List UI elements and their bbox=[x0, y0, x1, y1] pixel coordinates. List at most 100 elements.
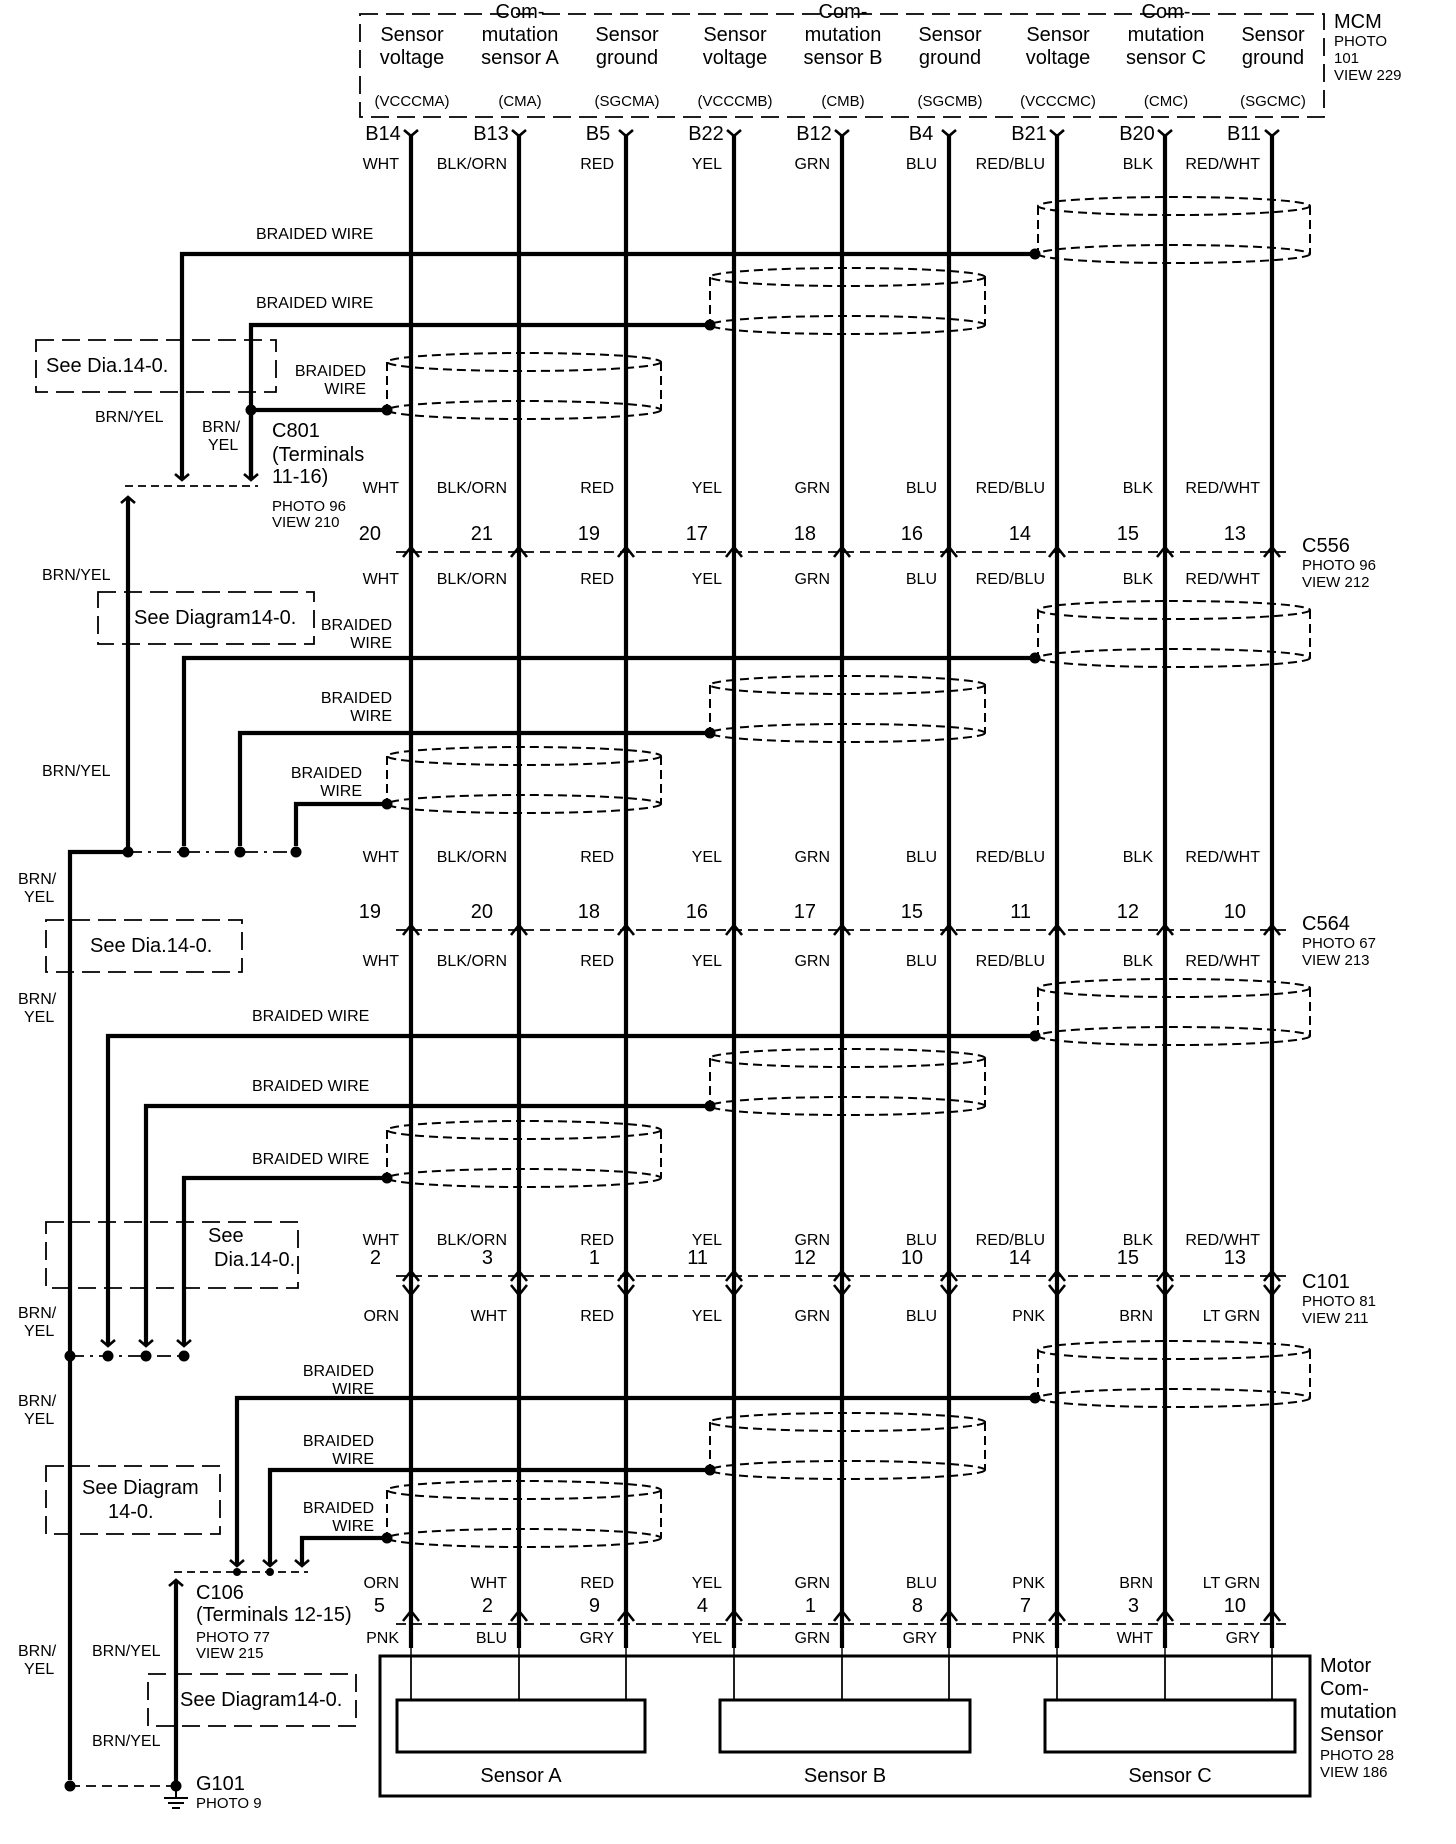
wire-color-label: YEL bbox=[24, 1661, 54, 1678]
c106-pin-number: 2 bbox=[482, 1595, 493, 1617]
c564-photo-ref: PHOTO 67 bbox=[1302, 935, 1376, 952]
sensor-label: Sensor B bbox=[804, 1765, 886, 1787]
mcm-terminal: B12 bbox=[796, 123, 832, 145]
c564-pin-number: 20 bbox=[471, 901, 493, 923]
drain-splice bbox=[381, 404, 393, 416]
shield-b-top bbox=[709, 1048, 986, 1068]
c106-pin-symbol bbox=[401, 1608, 421, 1622]
drain-wire-b bbox=[267, 1467, 710, 1566]
wire-color-label: BLK/ORN bbox=[437, 953, 507, 970]
splice-terminal bbox=[176, 1339, 192, 1348]
shield-a-top bbox=[386, 1480, 662, 1500]
wire-color-label: BRN/ bbox=[18, 1305, 57, 1322]
wire-color-label: BLU bbox=[906, 1575, 937, 1592]
wire-color-label: RED/BLU bbox=[976, 480, 1045, 497]
drain-splice bbox=[381, 1532, 393, 1544]
c106-photo-ref: VIEW 215 bbox=[196, 1645, 264, 1662]
drain-wire-c bbox=[234, 1395, 1035, 1566]
c101-pin-symbol-lower bbox=[616, 1284, 636, 1298]
wire-color-label: RED/WHT bbox=[1185, 953, 1260, 970]
wire-color-label: GRY bbox=[580, 1630, 615, 1647]
wire-color-label: RED bbox=[580, 1232, 614, 1249]
wire-color-label: WHT bbox=[363, 480, 400, 497]
motor-sensor-label: Com- bbox=[1320, 1678, 1369, 1700]
mcm-pin-code: (SGCMB) bbox=[918, 93, 983, 110]
splice-dot bbox=[102, 1350, 114, 1362]
c564-pin-symbol bbox=[509, 922, 529, 936]
g101-label: G101 bbox=[196, 1773, 245, 1795]
see-diagram-box bbox=[97, 591, 315, 645]
wire-color-label: BLU bbox=[906, 849, 937, 866]
mcm-box bbox=[359, 13, 1325, 118]
braided-wire-label: BRAIDED bbox=[321, 617, 392, 634]
c556-photo-ref: PHOTO 96 bbox=[1302, 557, 1376, 574]
wire-color-label: GRN bbox=[794, 1232, 830, 1249]
c801-terminal bbox=[174, 473, 190, 482]
c106-pin-number: 9 bbox=[589, 1595, 600, 1617]
see-dia-box bbox=[45, 1221, 299, 1289]
shield-c-bottom bbox=[1037, 1388, 1311, 1408]
mcm-photo-ref: VIEW 229 bbox=[1334, 67, 1402, 84]
see-dia-reference: See Dia.14-0. bbox=[46, 355, 168, 377]
c556-pin-number: 14 bbox=[1009, 523, 1031, 545]
mcm-pin-desc: mutation bbox=[1128, 24, 1205, 46]
c106-pin-symbol bbox=[939, 1608, 959, 1622]
shield-c-top bbox=[1037, 978, 1311, 998]
wire-color-label: YEL bbox=[692, 849, 722, 866]
braided-wire-label: BRAIDED WIRE bbox=[252, 1008, 369, 1025]
c101-pin-symbol bbox=[1262, 1268, 1282, 1282]
c101-pin-number: 14 bbox=[1009, 1247, 1031, 1269]
wire-color-label: GRY bbox=[903, 1630, 938, 1647]
c564-pin-number: 15 bbox=[901, 901, 923, 923]
wires bbox=[67, 134, 1275, 1786]
wire-color-label: RED bbox=[580, 849, 614, 866]
mcm-terminal: B22 bbox=[688, 123, 724, 145]
wire-color-label: BLK/ORN bbox=[437, 156, 507, 173]
c106-pin-symbol bbox=[832, 1608, 852, 1622]
motor-photo-ref: VIEW 186 bbox=[1320, 1764, 1388, 1781]
braided-wire-label: BRAIDED bbox=[291, 765, 362, 782]
drain-splice bbox=[1029, 1392, 1041, 1404]
c106-terminal bbox=[168, 1578, 184, 1587]
mcm-label: MCM bbox=[1334, 11, 1382, 33]
drain-splice bbox=[381, 798, 393, 810]
wire-color-label: RED/BLU bbox=[976, 571, 1045, 588]
c564-pin-number: 12 bbox=[1117, 901, 1139, 923]
wire-color-label: ORN bbox=[363, 1308, 399, 1325]
motor-sensor-label: mutation bbox=[1320, 1701, 1397, 1723]
c564-pin-symbol bbox=[401, 922, 421, 936]
c556-pin-symbol bbox=[1155, 544, 1175, 558]
c556-pin-symbol bbox=[401, 544, 421, 558]
c106-pin-number: 5 bbox=[374, 1595, 385, 1617]
shield-b-bottom bbox=[709, 1096, 986, 1116]
c564-pin-symbol bbox=[939, 922, 959, 936]
wire-color-label: LT GRN bbox=[1203, 1308, 1260, 1325]
wire-color-label: BLU bbox=[906, 571, 937, 588]
mcm-pin-desc: Com- bbox=[496, 1, 545, 23]
motor-sensor-label: Motor bbox=[1320, 1655, 1371, 1677]
c801-terminal bbox=[120, 495, 136, 504]
wire-color-label: GRN bbox=[794, 1575, 830, 1592]
c101-pin-symbol bbox=[616, 1268, 636, 1282]
mcm-pin-desc: sensor A bbox=[481, 47, 559, 69]
drain-splice bbox=[704, 319, 716, 331]
c556-pin-symbol bbox=[616, 544, 636, 558]
see-dia-reference: See Dia.14-0. bbox=[90, 935, 212, 957]
c106-pin-number: 7 bbox=[1020, 1595, 1031, 1617]
mcm-pin-desc: ground bbox=[919, 47, 981, 69]
wire-color-label: BLK/ORN bbox=[437, 571, 507, 588]
c556-pin-symbol bbox=[509, 544, 529, 558]
wire-color-label: BLK/ORN bbox=[437, 480, 507, 497]
braided-wire-label: BRAIDED WIRE bbox=[256, 226, 373, 243]
wire-color-label: PNK bbox=[1012, 1575, 1045, 1592]
mcm-terminal: B14 bbox=[365, 123, 401, 145]
wire-color-label: YEL bbox=[208, 437, 238, 454]
mcm-pin-desc: sensor B bbox=[804, 47, 883, 69]
see-dia-reference: Dia.14-0. bbox=[214, 1249, 295, 1271]
wire-color-label: GRN bbox=[794, 1308, 830, 1325]
wire-color-label: BLU bbox=[906, 1232, 937, 1249]
drain-wire-b bbox=[143, 1103, 710, 1346]
wire-color-label: WHT bbox=[363, 1232, 400, 1249]
drain-splice bbox=[704, 727, 716, 739]
